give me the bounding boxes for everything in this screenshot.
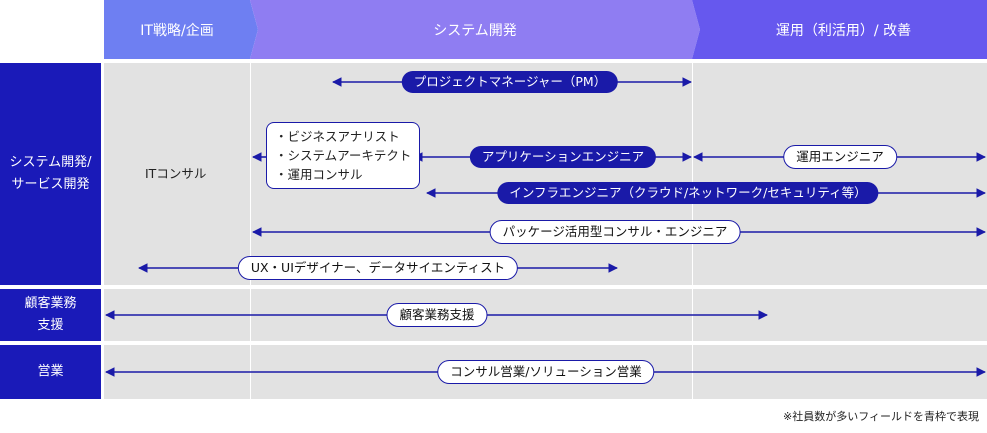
role-package: パッケージ活用型コンサル・エンジニア xyxy=(489,220,741,244)
role-box-item: ・ビジネスアナリスト xyxy=(275,129,400,144)
phase-strategy: IT戦略/企画 xyxy=(140,22,214,39)
role-box-item: ・運用コンサル xyxy=(275,167,363,182)
phase-shape-development xyxy=(250,0,700,59)
row-label-sales: 営業 xyxy=(0,345,101,399)
phase-header-shapes xyxy=(104,0,987,59)
phase-shape-strategy xyxy=(104,0,258,59)
phase-shape-operation xyxy=(692,0,987,59)
row-label-dev: システム開発/ サービス開発 xyxy=(0,63,101,285)
divider-strategy-dev xyxy=(250,63,251,399)
role-pm: プロジェクトマネージャー（PM） xyxy=(401,71,619,93)
phase-operation: 運用（利活用）/ 改善 xyxy=(775,22,912,39)
band-dev xyxy=(104,63,987,285)
role-ops-engineer: 運用エンジニア xyxy=(783,145,897,169)
role-it-consul: ITコンサル xyxy=(145,166,207,181)
role-sales: コンサル営業/ソリューション営業 xyxy=(437,360,655,384)
role-ux: UX・UIデザイナー、データサイエンティスト xyxy=(237,256,519,280)
role-app-engineer: アプリケーションエンジニア xyxy=(469,146,657,168)
row-label-dev-text: システム開発/ サービス開発 xyxy=(9,155,92,192)
role-support: 顧客業務支援 xyxy=(386,303,488,327)
phase-development: システム開発 xyxy=(433,22,517,39)
role-box-item: ・システムアーキテクト xyxy=(275,148,412,163)
row-label-support-text: 顧客業務 支援 xyxy=(24,296,77,333)
row-label-sales-text: 営業 xyxy=(37,364,64,379)
role-box: ・ビジネスアナリスト ・システムアーキテクト ・運用コンサル xyxy=(266,122,421,189)
footnote: ※社員数が多いフィールドを青枠で表現 xyxy=(783,410,979,423)
role-infra-engineer: インフラエンジニア（クラウド/ネットワーク/セキュリティ等） xyxy=(497,182,879,204)
row-label-support: 顧客業務 支援 xyxy=(0,289,101,341)
